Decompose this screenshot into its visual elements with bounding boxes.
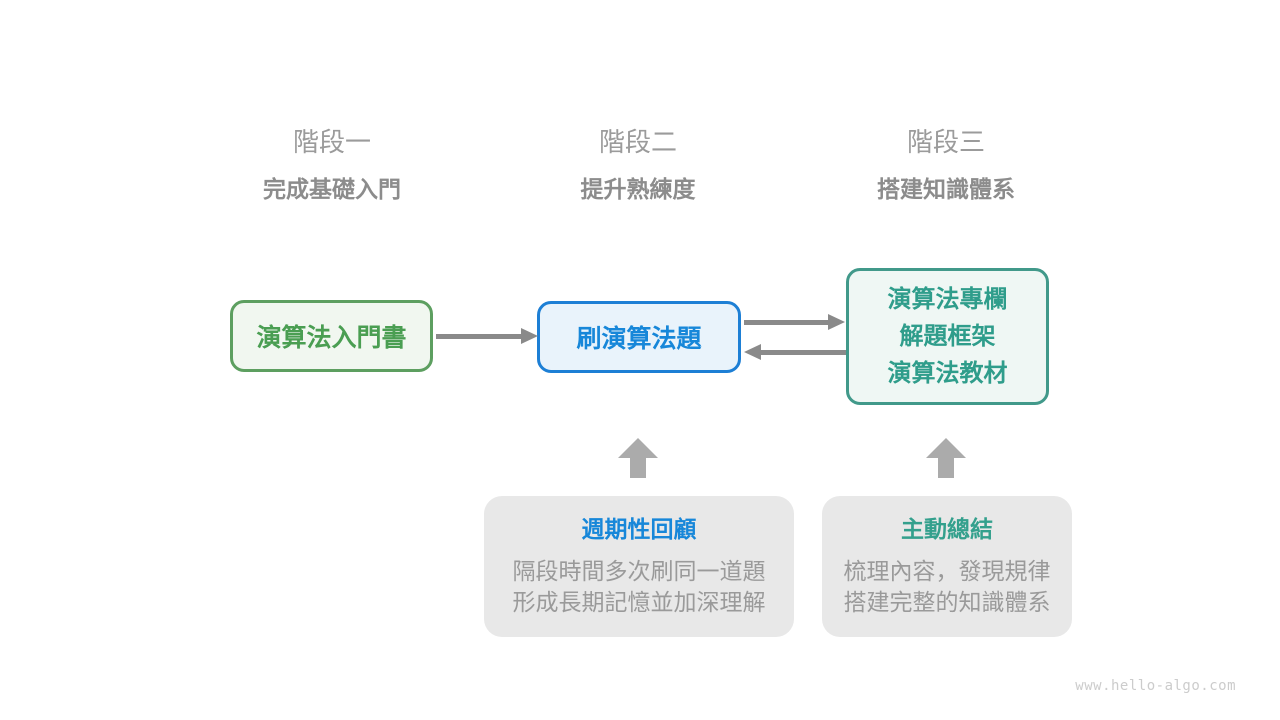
note-periodic-review-title: 週期性回顧 bbox=[581, 516, 697, 542]
note-active-summary-title: 主動總結 bbox=[901, 516, 993, 542]
note-periodic-review-line-1: 隔段時間多次刷同一道題 bbox=[512, 558, 766, 584]
box-advanced-resources-line-3: 演算法教材 bbox=[887, 360, 1008, 387]
box-advanced-resources-line-2: 解題框架 bbox=[899, 323, 996, 350]
box-algorithm-intro-book-label: 演算法入門書 bbox=[256, 324, 407, 352]
stage-3-subtitle: 搭建知識體系 bbox=[877, 176, 1015, 202]
note-active-summary-line-1: 梳理內容，發現規律 bbox=[843, 558, 1051, 584]
box-algorithm-intro-book: 演算法入門書 bbox=[230, 300, 433, 372]
stage-1-subtitle: 完成基礎入門 bbox=[263, 176, 401, 202]
note-periodic-review: 週期性回顧 隔段時間多次刷同一道題 形成長期記憶並加深理解 bbox=[484, 496, 794, 637]
stage-column-1: 階段一 完成基礎入門 bbox=[172, 126, 492, 203]
note-periodic-review-body: 隔段時間多次刷同一道題 形成長期記憶並加深理解 bbox=[484, 556, 794, 618]
note-active-summary-line-2: 搭建完整的知識體系 bbox=[843, 589, 1051, 615]
box-advanced-resources: 演算法專欄 解題框架 演算法教材 bbox=[846, 268, 1049, 405]
stage-column-3: 階段三 搭建知識體系 bbox=[786, 126, 1106, 203]
box-advanced-resources-line-1: 演算法專欄 bbox=[887, 286, 1008, 313]
arrow-up-icon bbox=[926, 438, 966, 478]
stage-column-2: 階段二 提升熟練度 bbox=[478, 126, 798, 203]
note-active-summary: 主動總結 梳理內容，發現規律 搭建完整的知識體系 bbox=[822, 496, 1072, 637]
stage-2-label: 階段二 bbox=[598, 127, 677, 157]
note-periodic-review-line-2: 形成長期記憶並加深理解 bbox=[512, 589, 766, 615]
note-active-summary-body: 梳理內容，發現規律 搭建完整的知識體系 bbox=[822, 556, 1072, 618]
arrow-up-icon bbox=[618, 438, 658, 478]
stage-1-label: 階段一 bbox=[292, 127, 371, 157]
stage-3-label: 階段三 bbox=[906, 127, 985, 157]
watermark: www.hello-algo.com bbox=[1075, 678, 1236, 694]
stage-2-subtitle: 提升熟練度 bbox=[580, 176, 696, 202]
box-practice-problems: 刷演算法題 bbox=[537, 301, 741, 373]
box-practice-problems-label: 刷演算法題 bbox=[576, 325, 702, 353]
